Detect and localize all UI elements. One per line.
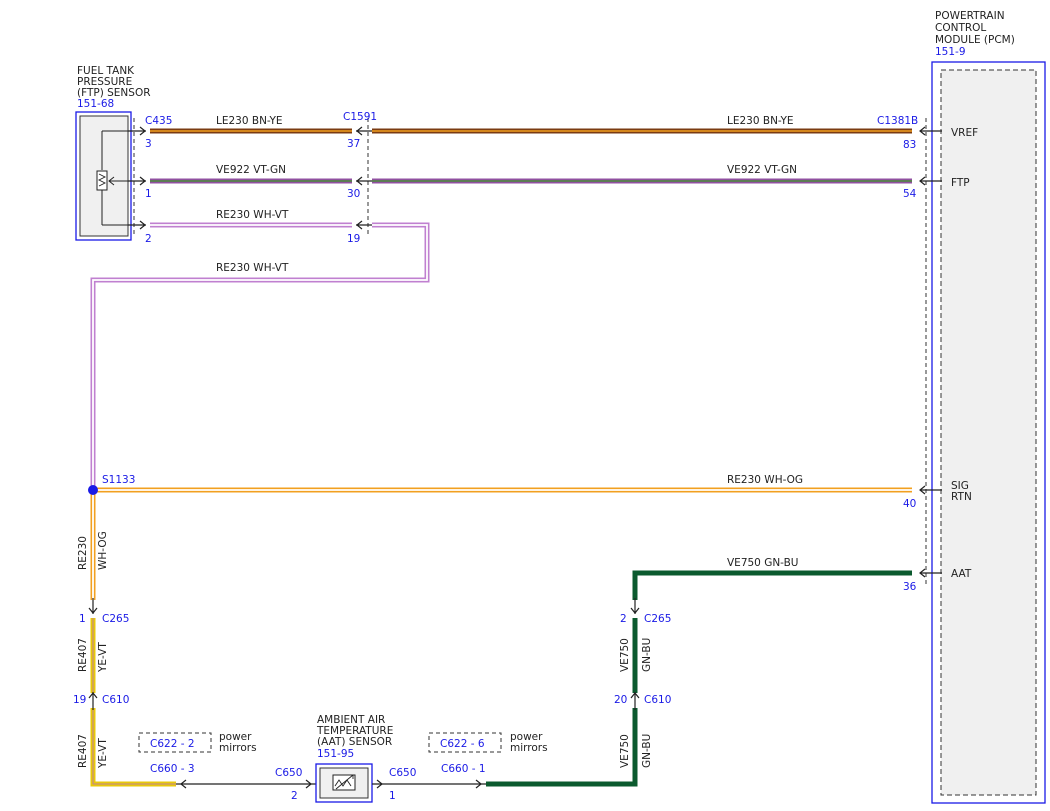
wire-label-le230-right: LE230 BN-YE [727,115,794,127]
c650-left-label: C650 [275,767,302,779]
pcm-title-3: MODULE (PCM) [935,34,1015,46]
wire-label-re230-og: RE230 WH-OG [727,474,803,486]
aat-sensor[interactable] [315,763,373,803]
wire-label-ve750-top: VE750 GN-BU [727,557,799,569]
splice-s1133[interactable] [88,485,98,495]
aat-title-1: AMBIENT AIR [317,714,385,726]
ftp-title-1: FUEL TANK [77,65,135,77]
ftp-sensor[interactable] [75,111,132,241]
s1133-label: S1133 [102,474,135,486]
pcm-pin-40: 40 [903,498,916,510]
c660-right-stub [372,779,486,789]
pcm-pin-stubs [919,126,942,578]
ftp-title-3: (FTP) SENSOR [77,87,151,99]
c265-right-pin: 2 [620,613,627,625]
c650-left-pin: 2 [291,790,298,802]
ftp-title-2: PRESSURE [77,76,132,88]
wire-label-re230-mid: RE230 WH-VT [216,262,289,274]
wire-label-ve750-a-circuit: VE750 [619,638,631,672]
c1591-pin-19: 19 [347,233,360,245]
pcm-ftp-label: FTP [951,177,970,189]
wire-label-re230-top: RE230 WH-VT [216,209,289,221]
c610-left-pin: 19 [73,694,86,706]
c265-left-stub [88,598,98,614]
aat-title-2: TEMPERATURE [316,725,393,737]
pcm-aat-label: AAT [951,568,972,580]
c610-right-label: C610 [644,694,671,706]
ftp-ref: 151-68 [77,98,114,110]
c265-left-label: C265 [102,613,129,625]
c660-left-stub [176,779,316,789]
pcm-title-2: CONTROL [935,22,986,34]
c660-right-label: C660 - 1 [441,763,486,775]
c1591-label: C1591 [343,111,377,123]
c435-pin-1: 1 [145,188,152,200]
aat-title-3: (AAT) SENSOR [317,736,392,748]
wire-label-ve922-left: VE922 VT-GN [216,164,286,176]
wire-label-re407-a-circuit: RE407 [77,638,89,672]
c622-right-label: C622 - 6 [440,738,485,750]
c435-pin-stubs [128,126,146,230]
wire-re230-wh-og[interactable] [90,487,912,600]
c660-left-label: C660 - 3 [150,763,195,775]
power-mirrors-left-2: mirrors [219,742,257,754]
wire-label-ve922-right: VE922 VT-GN [727,164,797,176]
c1591-pin-37: 37 [347,138,360,150]
aat-ref: 151-95 [317,748,354,760]
pcm-ref: 151-9 [935,46,966,58]
wire-label-re230-vert-color: WH-OG [97,531,109,570]
c650-right-label: C650 [389,767,416,779]
wire-label-ve750-a-color: GN-BU [641,638,653,672]
wire-label-re230-vert-circuit: RE230 [77,536,89,570]
c435-pin-2: 2 [145,233,152,245]
c622-right-box[interactable] [428,732,502,753]
wire-label-re407-a-color: YE-VT [97,642,109,673]
c1381b-label: C1381B [877,115,918,127]
pcm-pin-54: 54 [903,188,917,200]
pcm-title-1: POWERTRAIN [935,10,1005,22]
power-mirrors-right-1: power [510,731,543,743]
pcm-pin-36: 36 [903,581,917,593]
c610-right-stub [630,692,640,710]
wire-label-re407-b-color: YE-VT [97,738,109,769]
c622-left-box[interactable] [138,732,212,753]
c650-right-pin: 1 [389,790,396,802]
c265-right-stub [630,598,640,614]
c435-label: C435 [145,115,172,127]
pcm-sig-label: SIG [951,480,969,492]
power-mirrors-right-2: mirrors [510,742,548,754]
wire-label-ve750-b-circuit: VE750 [619,734,631,768]
wire-re230-wh-vt[interactable] [90,222,430,490]
power-mirrors-left-1: power [219,731,252,743]
c265-left-pin: 1 [79,613,86,625]
wire-label-re407-b-circuit: RE407 [77,734,89,768]
c265-right-label: C265 [644,613,671,625]
wire-label-ve750-b-color: GN-BU [641,734,653,768]
pcm-module[interactable] [931,61,1046,804]
pcm-rtn-label: RTN [951,491,972,503]
c1591-pin-stubs [356,126,374,230]
wire-label-le230-left: LE230 BN-YE [216,115,283,127]
c1591-pin-30: 30 [347,188,360,200]
wire-re407[interactable] [90,618,176,787]
c610-left-stub [88,692,98,710]
wire-ve750[interactable] [486,570,912,787]
c610-left-label: C610 [102,694,129,706]
c610-right-pin: 20 [614,694,627,706]
c435-pin-3: 3 [145,138,152,150]
pcm-vref-label: VREF [951,127,978,139]
pcm-pin-83: 83 [903,139,916,151]
c622-left-label: C622 - 2 [150,738,195,750]
